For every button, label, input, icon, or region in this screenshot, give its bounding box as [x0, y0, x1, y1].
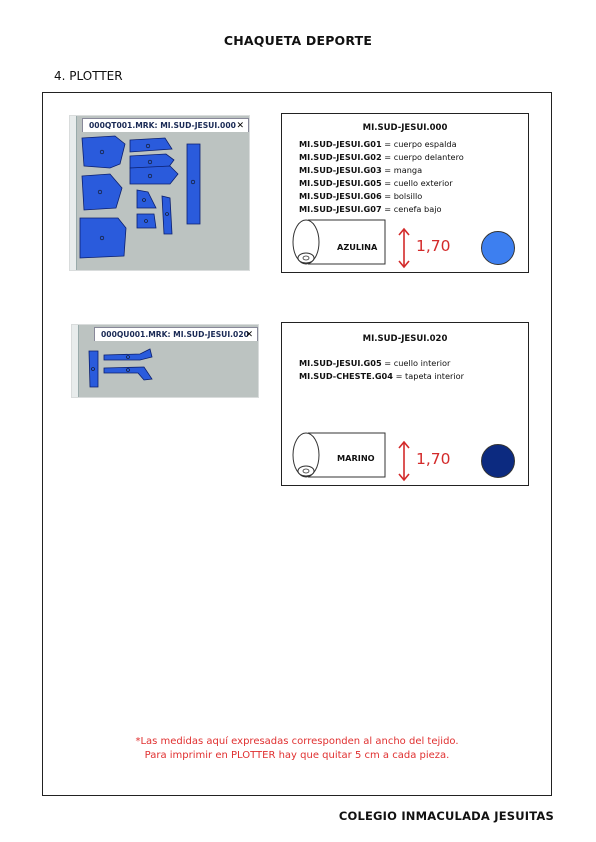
width-arrow-icon [398, 227, 410, 269]
fabric-color-swatch [481, 231, 515, 265]
fabric-name: AZULINA [337, 242, 378, 252]
pattern-piece [136, 189, 157, 209]
pattern-piece [129, 153, 175, 169]
fabric-name: MARINO [337, 453, 375, 463]
fabric-roll-icon [292, 219, 386, 265]
print-note: *Las medidas aquí expresadas corresponde… [42, 735, 552, 763]
panel-title: MI.SUD-JESUI.020 [362, 334, 448, 344]
window-border [70, 116, 77, 270]
piece-line: MI.SUD-CHESTE.G04 = tapeta interior [299, 371, 465, 381]
content-frame [42, 92, 552, 796]
pattern-piece [161, 195, 173, 235]
close-icon[interactable]: ✕ [236, 121, 244, 131]
section-heading: 4. PLOTTER [54, 69, 123, 83]
piece-line: MI.SUD-JESUI.G07 = cenefa bajo [299, 204, 442, 214]
marker-layout-2 [88, 348, 153, 388]
pattern-piece [103, 366, 153, 381]
pattern-piece [129, 165, 179, 185]
page-title: CHAQUETA DEPORTE [223, 33, 373, 48]
width-arrow-icon [398, 440, 410, 482]
marker-window-title: 000QT001.MRK: MI.SUD-JESUI.000 [89, 121, 236, 130]
piece-line: MI.SUD-JESUI.G02 = cuerpo delantero [299, 152, 464, 162]
pattern-piece [136, 213, 157, 229]
note-line: *Las medidas aquí expresadas corresponde… [135, 736, 459, 747]
panel-title: MI.SUD-JESUI.000 [362, 123, 448, 133]
piece-line: MI.SUD-JESUI.G05 = cuello exterior [299, 178, 453, 188]
fabric-roll-icon [292, 432, 386, 478]
marker-layout-1 [79, 135, 201, 259]
window-border [72, 325, 79, 397]
piece-line: MI.SUD-JESUI.G05 = cuello interior [299, 358, 451, 368]
close-icon[interactable]: ✕ [245, 330, 253, 340]
pattern-piece [129, 137, 173, 153]
piece-line: MI.SUD-JESUI.G03 = manga [299, 165, 423, 175]
pattern-piece [79, 217, 127, 259]
marker-window-tab[interactable]: 000QT001.MRK: MI.SUD-JESUI.000 ✕ [82, 118, 249, 132]
pattern-piece [103, 348, 153, 361]
marker-info-panel-2: MI.SUD-JESUI.020 MI.SUD-JESUI.G05 = cuel… [281, 322, 529, 486]
piece-list: MI.SUD-JESUI.G01 = cuerpo espalda MI.SUD… [299, 138, 464, 216]
marker-preview-1: 000QT001.MRK: MI.SUD-JESUI.000 ✕ [69, 115, 250, 271]
piece-list: MI.SUD-JESUI.G05 = cuello interior MI.SU… [299, 357, 464, 383]
marker-window-title: 000QU001.MRK: MI.SUD-JESUI.020 [101, 330, 249, 339]
piece-line: MI.SUD-JESUI.G01 = cuerpo espalda [299, 139, 457, 149]
note-line: Para imprimir en PLOTTER hay que quitar … [144, 750, 450, 761]
fabric-width: 1,70 [416, 450, 451, 468]
pattern-piece [88, 350, 99, 388]
marker-preview-2: 000QU001.MRK: MI.SUD-JESUI.020 ✕ [71, 324, 259, 398]
fabric-color-swatch [481, 444, 515, 478]
footer-school: COLEGIO INMACULADA JESUITAS [338, 809, 554, 823]
marker-window-tab[interactable]: 000QU001.MRK: MI.SUD-JESUI.020 ✕ [94, 327, 258, 341]
marker-info-panel-1: MI.SUD-JESUI.000 MI.SUD-JESUI.G01 = cuer… [281, 113, 529, 273]
fabric-width: 1,70 [416, 237, 451, 255]
piece-line: MI.SUD-JESUI.G06 = bolsillo [299, 191, 423, 201]
